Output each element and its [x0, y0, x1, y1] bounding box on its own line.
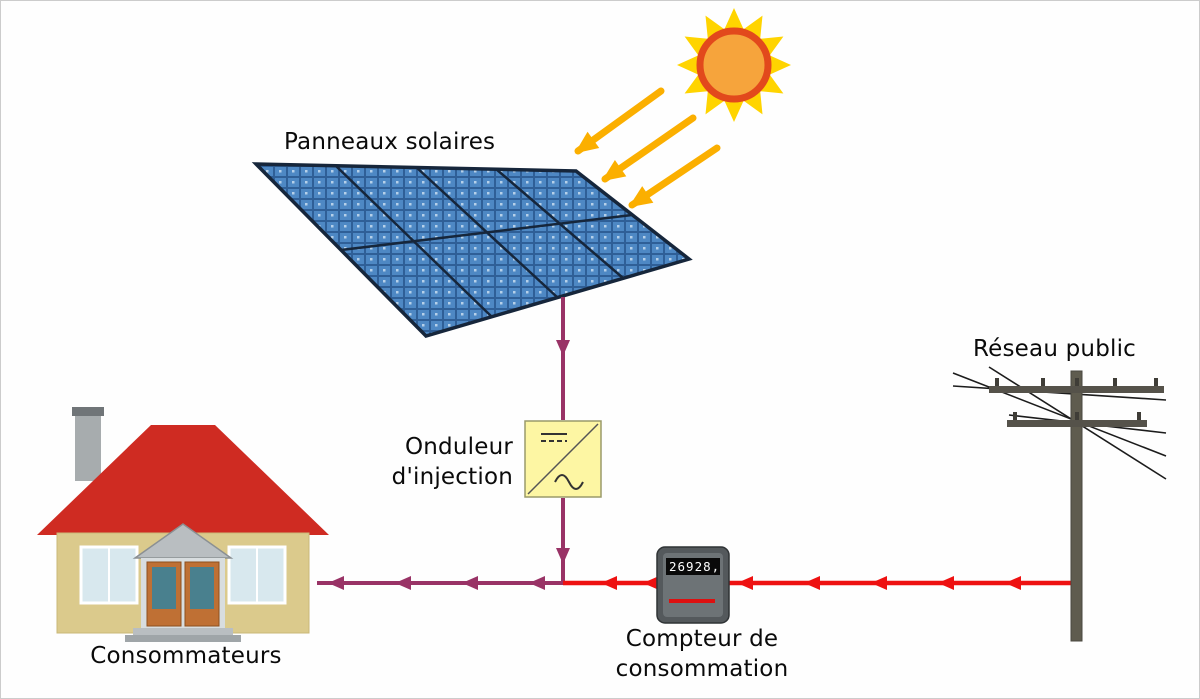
inverter-diagonal [527, 423, 599, 495]
consumers-label: Consommateurs [90, 643, 282, 669]
insulators [995, 378, 1158, 420]
crossarm-bottom [1007, 420, 1147, 427]
inverter-dc-symbol [541, 433, 567, 442]
solar-panels [251, 162, 693, 338]
panels-label: Panneaux solaires [284, 129, 496, 155]
pole-mast [1070, 370, 1083, 642]
house-roof [37, 425, 329, 535]
house-window-left [79, 545, 139, 605]
sun-icon [677, 8, 791, 122]
chimney [75, 411, 101, 481]
sun-ray-arrow [601, 114, 697, 183]
meter-reading: 26928, [669, 559, 720, 574]
sun-ray-arrow [574, 87, 665, 155]
inverter-label: Onduleur d'injection [319, 432, 513, 492]
crossarm-top [989, 386, 1164, 393]
panel-frame-lines [335, 165, 633, 318]
utility-pole [952, 366, 1167, 642]
house-door [146, 561, 220, 627]
meter-label: Compteur de consommation [557, 624, 847, 684]
inverter-box [524, 420, 602, 498]
door-step-top [133, 628, 233, 635]
sun-core [696, 27, 772, 103]
inverter-label-line2: d'injection [391, 464, 513, 490]
inverter-ac-symbol [554, 474, 584, 490]
meter-label-line2: consommation [615, 656, 789, 682]
house [37, 407, 329, 642]
public-grid-label: Réseau public [973, 336, 1137, 362]
door-step-bottom [125, 635, 241, 642]
meter-label-line1: Compteur de [625, 626, 779, 652]
meter-display [666, 558, 720, 575]
solar-panel-array [251, 162, 693, 338]
pv-flow-lines [317, 297, 570, 590]
chimney-cap [72, 407, 104, 416]
sun-ray-arrow [628, 144, 721, 209]
meter-red-bar [669, 599, 715, 603]
sun-rays [574, 87, 721, 209]
inverter-label-line1: Onduleur [404, 434, 513, 460]
house-window-right [227, 545, 287, 605]
consumption-meter: 26928, [656, 546, 730, 624]
